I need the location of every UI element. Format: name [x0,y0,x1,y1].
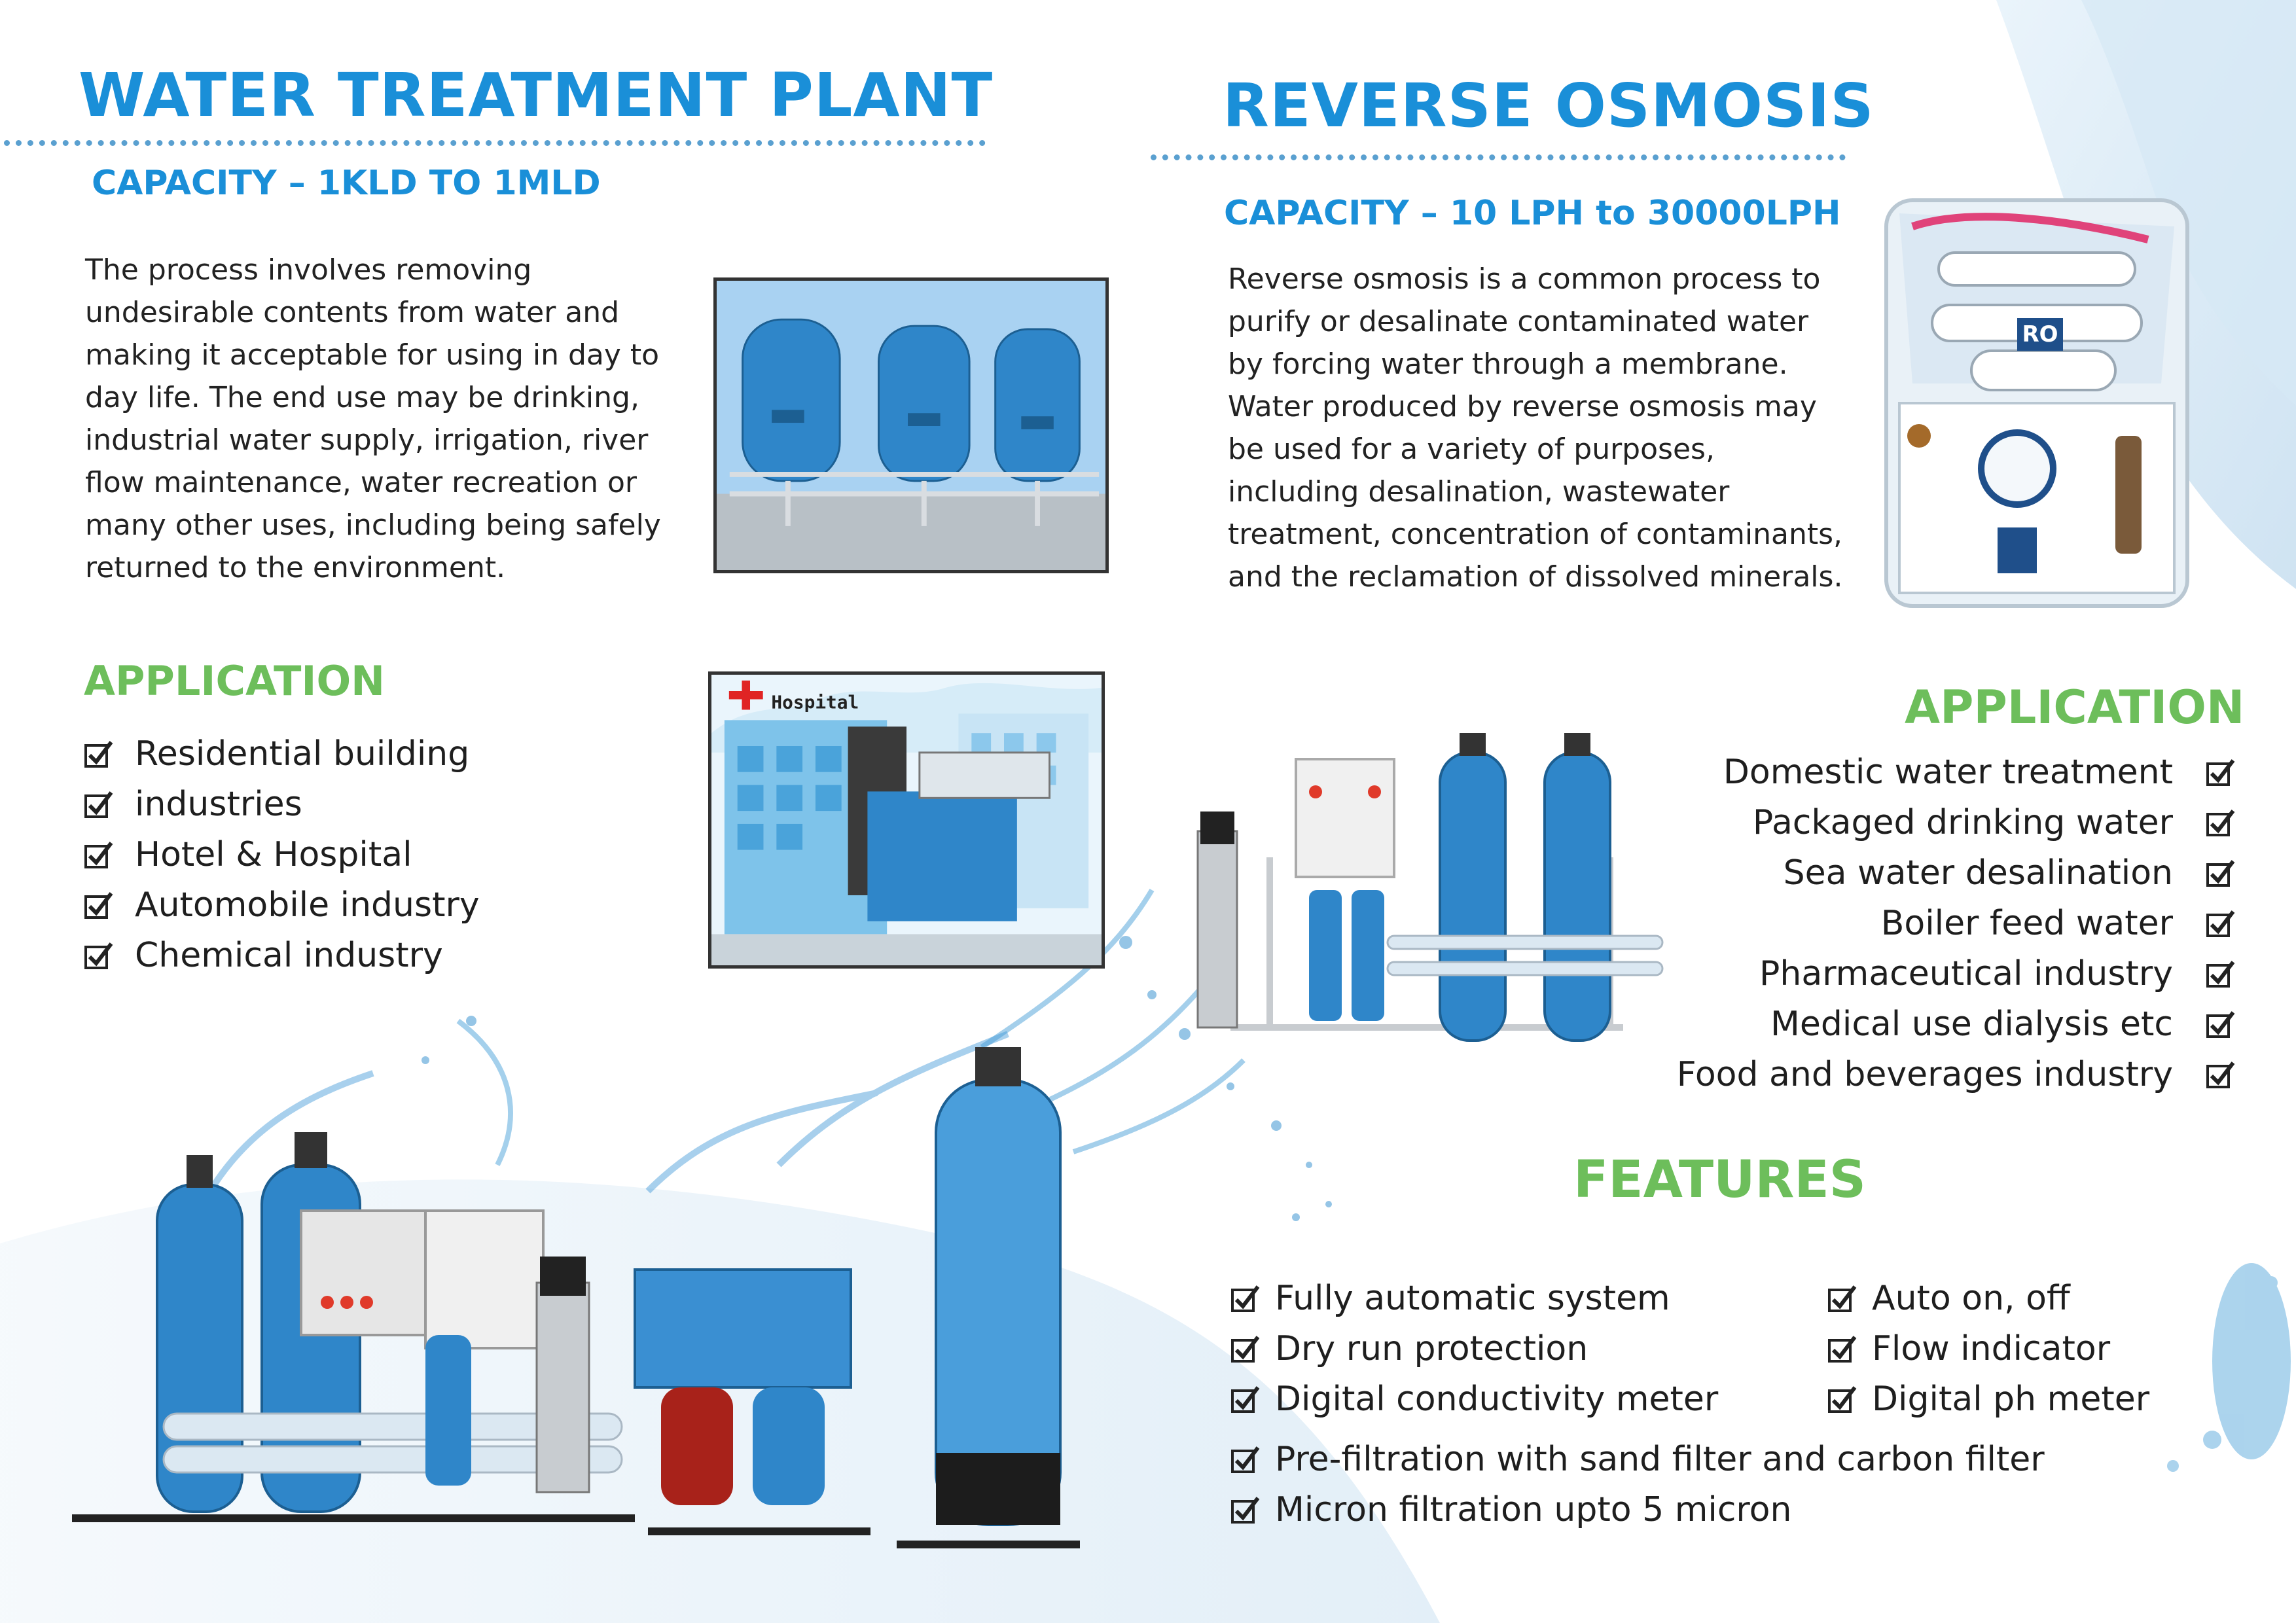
ro-plant-unit-illustration [1196,733,1664,1042]
application-label: Sea water desalination [1783,853,2173,893]
application-label: Food and beverages industry [1676,1055,2173,1094]
reverse-osmosis-title: REVERSE OSMOSIS [1223,71,1874,141]
checked-box-icon [2206,909,2236,939]
list-item: Automobile industry [84,880,480,931]
ro-application-heading: APPLICATION [1905,681,2245,734]
checked-box-icon [2206,959,2236,990]
list-item: Auto on, off [1827,1274,2149,1324]
application-label: Pharmaceutical industry [1759,954,2173,993]
list-item: industries [84,779,480,830]
features-list-col1: Fully automatic system Dry run protectio… [1230,1274,1718,1425]
wtp-description: The process involves removing undesirabl… [85,253,661,584]
list-item: Dry run protection [1230,1324,1718,1374]
list-item: Flow indicator [1827,1324,2149,1374]
checked-box-icon [1827,1334,1857,1364]
list-item: Domestic water treatment [1677,747,2236,798]
ro-capacity: CAPACITY – 10 LPH to 30000LPH [1224,194,1841,233]
checked-box-icon [2206,758,2236,788]
checked-box-icon [2206,808,2236,838]
checked-box-icon [2206,1010,2236,1040]
application-label: Packaged drinking water [1752,803,2173,842]
wtp-capacity: CAPACITY – 1KLD TO 1MLD [92,164,601,203]
checked-box-icon [2206,859,2236,889]
list-item: Medical use dialysis etc [1677,999,2236,1050]
list-item: Digital conductivity meter [1230,1374,1718,1425]
application-label: Chemical industry [135,936,443,975]
title-divider-right [1151,154,1846,160]
feature-label: Auto on, off [1872,1279,2070,1318]
feature-label: Fully automatic system [1275,1279,1670,1318]
hospital-sign: Hospital [771,692,859,713]
list-item: Pharmaceutical industry [1677,949,2236,999]
checked-box-icon [2206,1060,2236,1090]
checked-box-icon [1230,1445,1261,1475]
ro-application-list: Domestic water treatment Packaged drinki… [1677,747,2236,1100]
checked-box-icon [1230,1284,1261,1314]
ro-water-purifier-illustration: RO [1884,198,2189,608]
wtp-tanks-photo [713,277,1109,573]
application-label: industries [135,785,302,824]
list-item: Hotel & Hospital [84,830,480,880]
features-list-wide: Pre-filtration with sand filter and carb… [1230,1435,2045,1535]
list-item: Packaged drinking water [1677,798,2236,848]
checked-box-icon [84,891,114,921]
application-label: Residential building [135,734,470,774]
feature-label: Digital ph meter [1872,1380,2150,1419]
feature-label: Flow indicator [1872,1329,2111,1368]
checked-box-icon [84,740,114,770]
water-treatment-plant-title: WATER TREATMENT PLANT [79,60,994,130]
checked-box-icon [1230,1334,1261,1364]
application-label: Boiler feed water [1880,904,2173,943]
application-label: Hotel & Hospital [135,835,412,874]
ro-plant-equipment-illustration [72,1031,1080,1548]
feature-label: Dry run protection [1275,1329,1588,1368]
list-item: Pre-filtration with sand filter and carb… [1230,1435,2045,1485]
checked-box-icon [84,941,114,971]
list-item: Fully automatic system [1230,1274,1718,1324]
features-list-col2: Auto on, off Flow indicator Digital ph m… [1827,1274,2149,1425]
checked-box-icon [84,790,114,820]
list-item: Chemical industry [84,931,480,981]
list-item: Boiler feed water [1677,899,2236,949]
application-label: Medical use dialysis etc [1770,1005,2173,1044]
checked-box-icon [1827,1284,1857,1314]
checked-box-icon [1827,1385,1857,1415]
list-item: Digital ph meter [1827,1374,2149,1425]
checked-box-icon [1230,1495,1261,1525]
application-label: Automobile industry [135,885,480,925]
list-item: Micron filtration upto 5 micron [1230,1485,2045,1535]
feature-label: Digital conductivity meter [1275,1380,1719,1419]
wtp-application-list: Residential building industries Hotel & … [84,729,480,981]
list-item: Sea water desalination [1677,848,2236,899]
checked-box-icon [1230,1385,1261,1415]
hospital-illustration: Hospital [708,671,1105,969]
purifier-label: RO [2022,321,2058,348]
list-item: Residential building [84,729,480,779]
feature-label: Micron filtration upto 5 micron [1275,1490,1792,1529]
application-label: Domestic water treatment [1723,753,2173,792]
wtp-application-heading: APPLICATION [84,657,386,705]
checked-box-icon [84,840,114,870]
feature-label: Pre-filtration with sand filter and carb… [1275,1440,2045,1479]
features-heading: FEATURES [1573,1150,1866,1209]
list-item: Food and beverages industry [1677,1050,2236,1100]
title-divider-left [4,140,986,146]
ro-description: Reverse osmosis is a common process to p… [1228,262,1843,594]
